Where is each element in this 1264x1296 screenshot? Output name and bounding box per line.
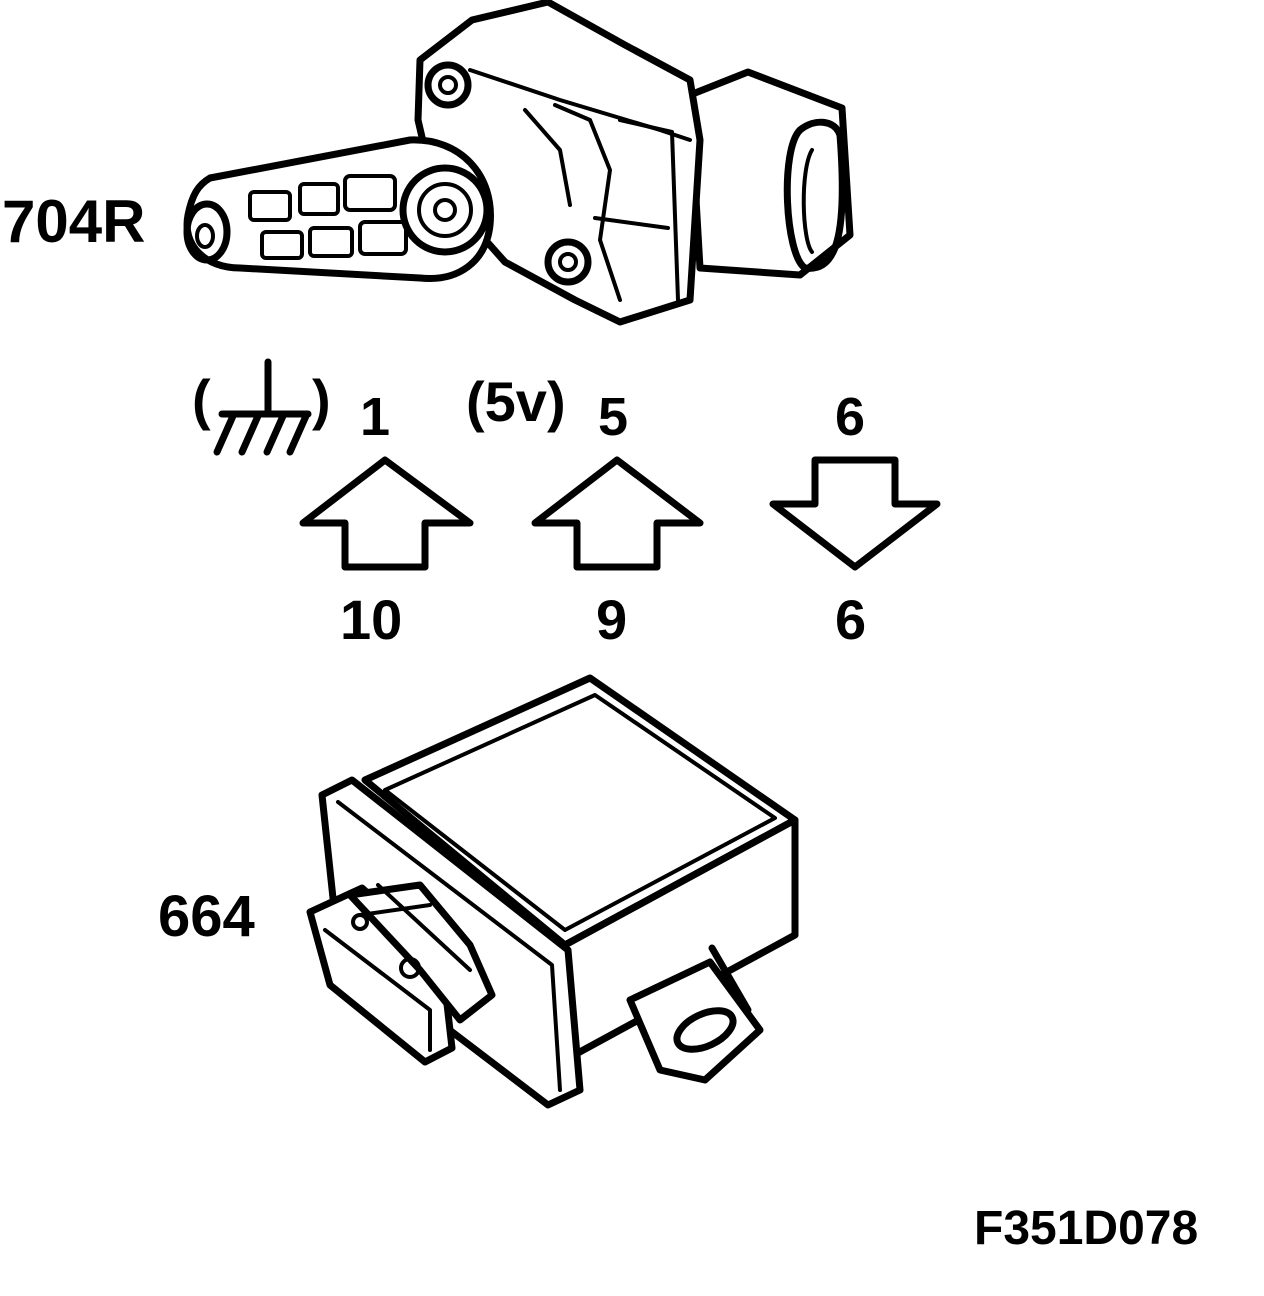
module-pin-9: 9 xyxy=(596,588,628,651)
sensor-pin-1: 1 xyxy=(360,387,391,447)
module-pin-6: 6 xyxy=(835,588,867,651)
sensor-pin-5: 5 xyxy=(598,387,629,447)
ground-paren-close: ) xyxy=(312,368,331,431)
level-sensor-704r xyxy=(183,0,854,326)
arrow-up-icon xyxy=(299,456,474,571)
arrow-down-icon xyxy=(769,456,941,571)
arrow-up-icon xyxy=(531,456,704,571)
module-pin-10: 10 xyxy=(340,588,403,651)
module-label: 664 xyxy=(158,884,255,949)
sensor-label: 704R xyxy=(2,188,146,255)
figure-code: F351D078 xyxy=(974,1202,1199,1255)
ground-icon xyxy=(213,358,312,456)
ground-paren-open: ( xyxy=(192,368,211,431)
sensor-pin-6: 6 xyxy=(835,387,866,447)
control-module-664 xyxy=(306,674,799,1109)
supply-voltage-label: (5v) xyxy=(466,370,566,433)
